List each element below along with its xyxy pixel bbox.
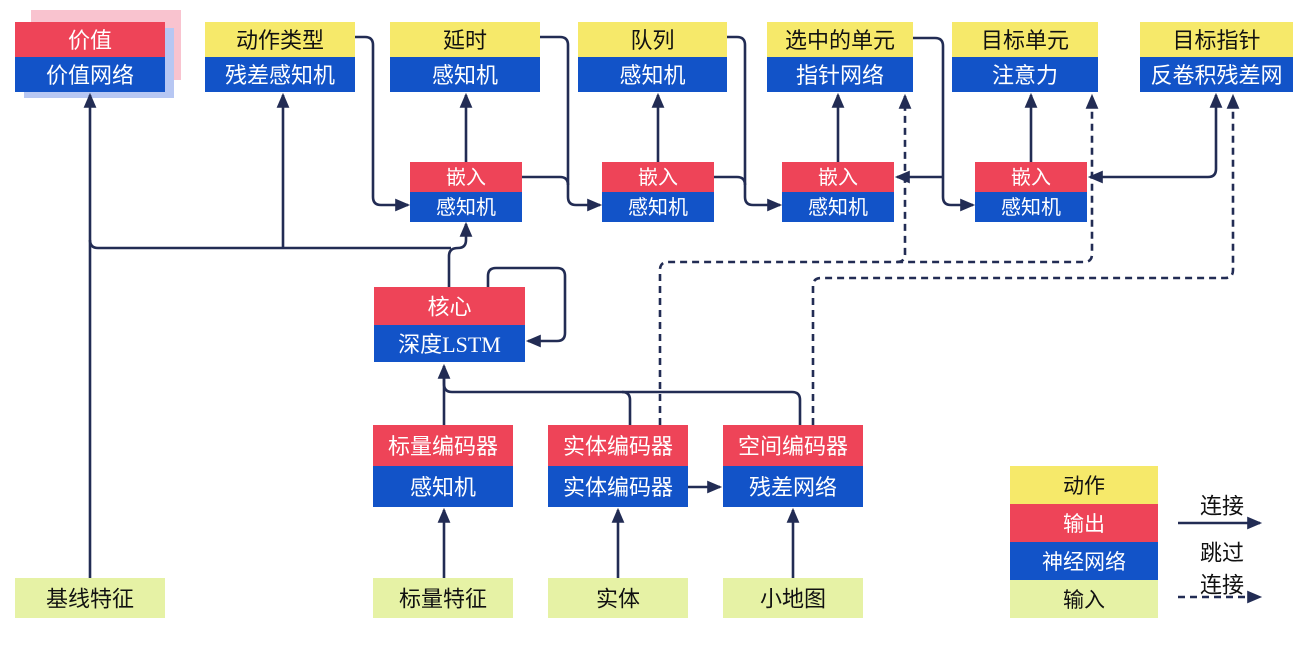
node-target-point-top xyxy=(1140,22,1293,57)
node-selected-units-top xyxy=(767,22,913,57)
node-delay-top xyxy=(390,22,540,57)
edge-core-out-left-branch xyxy=(88,239,451,250)
input-minimap xyxy=(723,578,863,618)
node-value-bottom-label: 价值网络 xyxy=(46,63,134,88)
node-action-type-bottom xyxy=(205,57,355,92)
node-entity-encoder-bottom-label: 实体编码器 xyxy=(563,475,673,500)
legend-swatch-0 xyxy=(1010,466,1158,504)
node-embedding-4-top xyxy=(975,162,1087,192)
node-embedding-2-top xyxy=(602,162,714,192)
node-queue-bottom xyxy=(578,57,727,92)
node-selected-units-bottom-label: 指针网络 xyxy=(796,63,884,88)
node-value-top-label: 价值 xyxy=(68,28,112,53)
node-delay-bottom xyxy=(390,57,540,92)
node-value-top xyxy=(15,22,165,57)
node-target-point-bottom xyxy=(1140,57,1293,92)
node-spatial-encoder-bottom-label: 残差网络 xyxy=(749,475,837,500)
edge-action-type-out-to-embedding-1 xyxy=(355,35,411,212)
node-target-unit-top-label: 目标单元 xyxy=(981,28,1069,53)
node-entity-encoder-bottom xyxy=(548,466,688,507)
edge-entity-skip-to-selected-units xyxy=(896,93,912,264)
node-core-bottom-label: 深度LSTM xyxy=(398,332,501,357)
node-target-unit-bottom xyxy=(952,57,1098,92)
input-entities xyxy=(548,578,688,618)
node-scalar-encoder-bottom xyxy=(373,466,513,507)
node-target-unit-top xyxy=(952,22,1098,57)
legend-skip-label-line1: 跳过 xyxy=(1200,541,1244,566)
edge-selected-units-out-to-embedding-4 xyxy=(913,36,976,212)
legend-item-label: 输出 xyxy=(1063,512,1105,536)
edge-queue-out-to-embedding-3 xyxy=(727,35,783,212)
node-core-bottom xyxy=(374,325,525,362)
node-queue-top xyxy=(578,22,727,57)
node-action-type-top-label: 动作类型 xyxy=(236,28,324,53)
legend-item-label: 输入 xyxy=(1063,588,1105,612)
node-embedding-4-top-label: 嵌入 xyxy=(1011,166,1051,189)
node-embedding-3-bottom xyxy=(782,192,894,222)
node-delay-bottom-label: 感知机 xyxy=(432,63,498,88)
edge-entity-encoder-to-core xyxy=(621,390,632,425)
node-queue-bottom-label: 感知机 xyxy=(619,63,685,88)
legend-skip-label-line2: 连接 xyxy=(1200,573,1244,598)
node-embedding-2-bottom xyxy=(602,192,714,222)
node-queue-top-label: 队列 xyxy=(630,28,674,53)
node-scalar-encoder-top xyxy=(373,425,513,466)
node-entity-encoder-top xyxy=(548,425,688,466)
node-entity-encoder-top-label: 实体编码器 xyxy=(563,434,673,459)
legend-swatch-2 xyxy=(1010,542,1158,580)
node-embedding-1-bottom xyxy=(410,192,522,222)
node-target-point-bottom-label: 反卷积残差网 xyxy=(1150,63,1282,88)
input-baseline-features xyxy=(15,578,165,618)
edge-embedding-4-to-target-point xyxy=(1207,92,1223,179)
input-minimap-label: 小地图 xyxy=(760,587,826,612)
node-core-top xyxy=(374,287,525,325)
node-core-top-label: 核心 xyxy=(427,295,471,320)
node-embedding-3-top-label: 嵌入 xyxy=(818,166,858,189)
edge-spatial-skip-to-target-point xyxy=(811,93,1240,425)
node-target-point-top-label: 目标指针 xyxy=(1172,28,1260,53)
edge-embedding-1-out-join xyxy=(522,175,570,186)
legend-item-label: 神经网络 xyxy=(1042,550,1126,574)
legend-swatch-1 xyxy=(1010,504,1158,542)
input-baseline-features-label: 基线特征 xyxy=(46,587,134,612)
input-entities-label: 实体 xyxy=(596,587,640,612)
node-embedding-1-bottom-label: 感知机 xyxy=(436,196,496,219)
edge-entity-skip-to-target-unit xyxy=(658,93,1099,425)
node-embedding-2-bottom-label: 感知机 xyxy=(628,196,688,219)
node-delay-top-label: 延时 xyxy=(443,28,487,53)
node-spatial-encoder-top xyxy=(723,425,863,466)
node-target-unit-bottom-label: 注意力 xyxy=(992,63,1058,88)
node-embedding-1-top xyxy=(410,162,522,192)
legend-solid-connection-label: 连接 xyxy=(1200,494,1244,519)
node-embedding-4-bottom-label: 感知机 xyxy=(1001,196,1061,219)
node-embedding-2-top-label: 嵌入 xyxy=(638,166,678,189)
node-embedding-3-top xyxy=(782,162,894,192)
edge-spatial-encoder-to-core xyxy=(442,377,802,425)
node-embedding-4-bottom xyxy=(975,192,1087,222)
input-scalar-features-label: 标量特征 xyxy=(399,587,487,612)
edge-core-to-embedding-1 xyxy=(447,221,473,287)
node-spatial-encoder-top-label: 空间编码器 xyxy=(738,434,848,459)
node-value-bottom xyxy=(15,57,165,92)
node-scalar-encoder-bottom-label: 感知机 xyxy=(410,475,476,500)
node-selected-units-top-label: 选中的单元 xyxy=(785,28,895,53)
edge-core-recurrent-loop xyxy=(486,266,567,348)
legend-swatch-3 xyxy=(1010,580,1158,618)
edge-embedding-2-out-join xyxy=(714,175,747,186)
node-selected-units-bottom xyxy=(767,57,913,92)
node-spatial-encoder-bottom xyxy=(723,466,863,507)
input-scalar-features xyxy=(373,578,513,618)
edge-delay-out-to-embedding-2 xyxy=(540,35,603,212)
node-embedding-1-top-label: 嵌入 xyxy=(446,166,486,189)
legend-item-label: 动作 xyxy=(1063,474,1105,498)
node-action-type-top xyxy=(205,22,355,57)
node-scalar-encoder-top-label: 标量编码器 xyxy=(388,434,498,459)
node-embedding-3-bottom-label: 感知机 xyxy=(808,196,868,219)
node-action-type-bottom-label: 残差感知机 xyxy=(225,63,335,88)
